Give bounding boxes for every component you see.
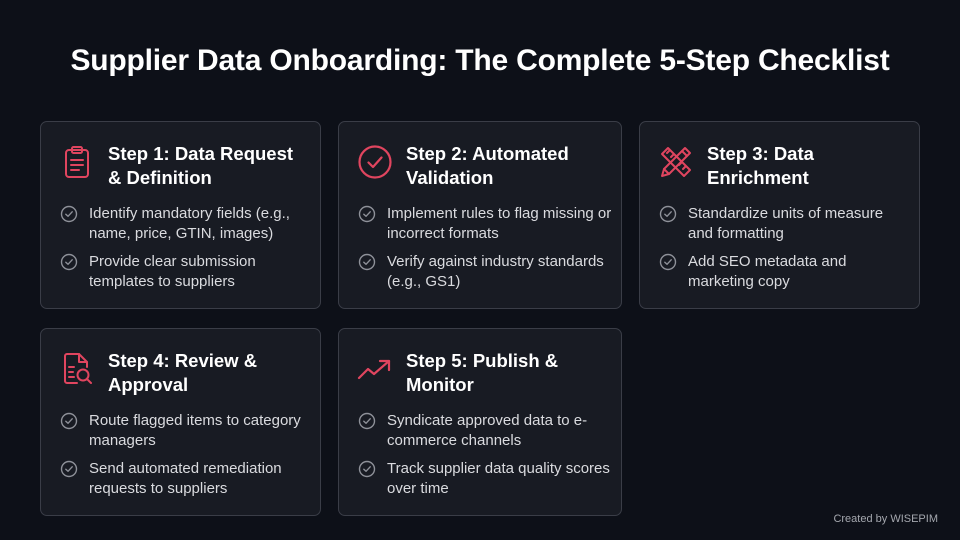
check-circle-icon: [358, 412, 376, 430]
checklist: Standardize units of measure and formatt…: [658, 204, 911, 300]
step-card-2: Step 2: Automated Validation Implement r…: [338, 121, 622, 309]
trending-up-icon: [357, 351, 393, 387]
checklist-item: Syndicate approved data to e-commerce ch…: [357, 411, 613, 451]
checklist: Implement rules to flag missing or incor…: [357, 204, 613, 300]
step-card-5: Step 5: Publish & Monitor Syndicate appr…: [338, 328, 622, 516]
card-header: Step 4: Review & Approval: [59, 349, 310, 399]
checklist: Syndicate approved data to e-commerce ch…: [357, 411, 613, 507]
card-header: Step 1: Data Request & Definition: [59, 142, 310, 192]
card-title: Step 4: Review & Approval: [108, 350, 258, 395]
checklist-item: Identify mandatory fields (e.g., name, p…: [59, 204, 312, 244]
check-circle-icon: [60, 460, 78, 478]
card-title: Step 5: Publish & Monitor: [406, 350, 559, 395]
checklist: Route flagged items to category managers…: [59, 411, 312, 507]
card-title: Step 3: Data Enrichment: [707, 143, 814, 188]
check-circle-icon: [659, 253, 677, 271]
checklist-item: Track supplier data quality scores over …: [357, 459, 613, 499]
footer-credit: Created by WISEPIM: [833, 513, 938, 525]
check-circle-icon: [60, 253, 78, 271]
check-circle-icon: [60, 205, 78, 223]
checklist-item: Send automated remediation requests to s…: [59, 459, 312, 499]
check-circle-icon: [358, 205, 376, 223]
step-card-1: Step 1: Data Request & Definition Identi…: [40, 121, 321, 309]
check-circle-icon: [357, 144, 393, 180]
checklist-item: Route flagged items to category managers: [59, 411, 312, 451]
check-circle-icon: [358, 460, 376, 478]
checklist-item: Implement rules to flag missing or incor…: [357, 204, 613, 244]
checklist: Identify mandatory fields (e.g., name, p…: [59, 204, 312, 300]
check-circle-icon: [60, 412, 78, 430]
check-circle-icon: [358, 253, 376, 271]
checklist-item: Provide clear submission templates to su…: [59, 252, 312, 292]
check-circle-icon: [659, 205, 677, 223]
card-title: Step 1: Data Request & Definition: [108, 143, 294, 188]
card-header: Step 3: Data Enrichment: [658, 142, 909, 192]
step-card-3: Step 3: Data Enrichment Standardize unit…: [639, 121, 920, 309]
checklist-item: Verify against industry standards (e.g.,…: [357, 252, 613, 292]
card-header: Step 5: Publish & Monitor: [357, 349, 611, 399]
checklist-item: Add SEO metadata and marketing copy: [658, 252, 911, 292]
checklist-item: Standardize units of measure and formatt…: [658, 204, 911, 244]
card-title: Step 2: Automated Validation: [406, 143, 569, 188]
step-card-4: Step 4: Review & Approval Route flagged …: [40, 328, 321, 516]
clipboard-icon: [59, 144, 95, 180]
page-title: Supplier Data Onboarding: The Complete 5…: [70, 44, 890, 77]
pencil-ruler-icon: [658, 144, 694, 180]
document-search-icon: [59, 351, 95, 387]
card-header: Step 2: Automated Validation: [357, 142, 611, 192]
